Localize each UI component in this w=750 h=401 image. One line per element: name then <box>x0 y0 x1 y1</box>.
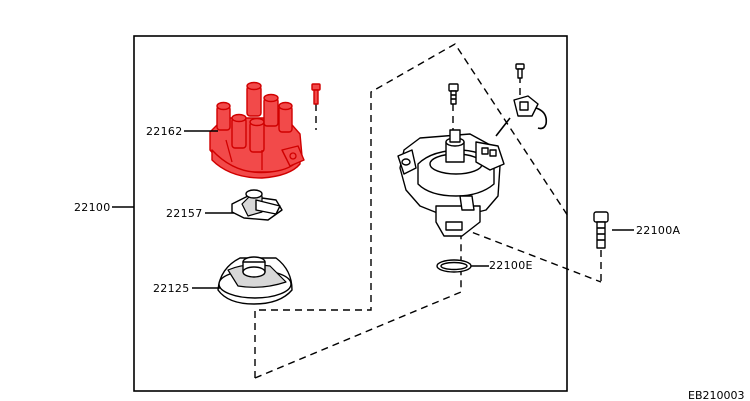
assembly-dashed-line-2 <box>254 226 602 379</box>
rotor-head-22157 <box>231 189 283 221</box>
label-22100A: 22100A <box>636 224 680 237</box>
shield-22125 <box>217 256 293 305</box>
sensor-bolt <box>515 63 525 79</box>
label-22100E: 22100E <box>489 259 533 272</box>
bolt-22100A <box>593 211 609 249</box>
label-22157: 22157 <box>166 207 203 220</box>
sensor-bracket <box>495 95 548 137</box>
o-ring-22100E <box>436 259 472 273</box>
label-22100: 22100 <box>74 201 111 214</box>
label-22125: 22125 <box>153 282 190 295</box>
cap-bolt <box>311 83 321 105</box>
label-22162: 22162 <box>146 125 183 138</box>
shaft-bolt <box>448 83 459 105</box>
reference-code: EB210003 <box>688 389 745 401</box>
distributor-body <box>397 129 505 237</box>
distributor-cap-22162 <box>209 81 305 179</box>
assembly-dashed-line <box>254 43 569 378</box>
